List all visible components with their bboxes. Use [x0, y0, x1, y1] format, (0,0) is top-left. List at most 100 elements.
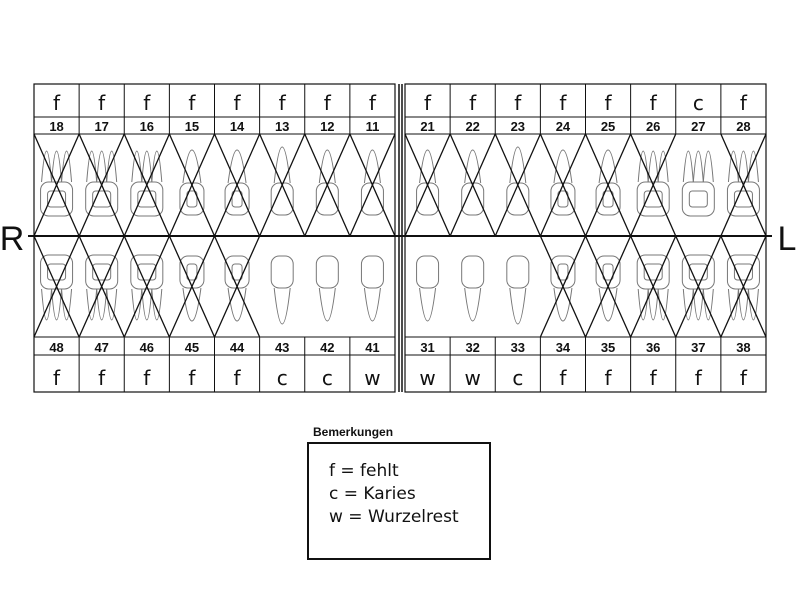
tooth-number-21: 21	[420, 119, 434, 134]
tooth-root	[464, 287, 482, 322]
status-code-24: f	[559, 91, 567, 115]
status-code-17: f	[98, 91, 106, 115]
tooth-crown	[224, 255, 250, 289]
tooth-number-32: 32	[465, 340, 479, 355]
tooth-number-37: 37	[691, 340, 705, 355]
tooth-crown	[461, 182, 485, 216]
tooth-root	[51, 288, 63, 321]
tooth-occlusal	[733, 263, 753, 281]
tooth-occlusal	[92, 263, 112, 281]
status-code-11: f	[369, 91, 377, 115]
tooth-number-22: 22	[465, 119, 479, 134]
tooth-27	[681, 150, 715, 217]
tooth-occlusal	[92, 190, 112, 208]
missing-mark-48	[33, 235, 80, 338]
tooth-crown	[179, 255, 205, 289]
tooth-root	[141, 150, 153, 183]
tooth-number-24: 24	[556, 119, 571, 134]
tooth-root	[509, 287, 527, 325]
tooth-number-14: 14	[230, 119, 245, 134]
missing-mark-16	[123, 133, 170, 237]
missing-mark-37	[675, 235, 722, 338]
tooth-occlusal	[688, 263, 708, 281]
tooth-35	[595, 255, 621, 322]
missing-mark-11	[349, 133, 396, 237]
legend-item-wurzelrest: w = Wurzelrest	[329, 507, 459, 527]
tooth-22	[461, 149, 485, 216]
status-code-44: f	[234, 366, 242, 390]
status-code-16: f	[143, 91, 151, 115]
tooth-root	[96, 150, 108, 183]
tooth-32	[461, 255, 485, 322]
missing-mark-23	[494, 133, 541, 237]
missing-mark-45	[168, 235, 216, 338]
missing-mark-25	[584, 133, 632, 237]
missing-mark-47	[78, 235, 125, 338]
tooth-root	[598, 149, 618, 184]
tooth-crown	[315, 182, 339, 216]
tooth-occlusal	[231, 263, 243, 281]
tooth-44	[224, 255, 250, 322]
tooth-root	[737, 150, 749, 183]
tooth-root	[273, 287, 291, 325]
tooth-number-28: 28	[736, 119, 750, 134]
tooth-number-27: 27	[691, 119, 705, 134]
tooth-number-18: 18	[49, 119, 63, 134]
legend-title: Bemerkungen	[313, 425, 394, 439]
tooth-crown	[360, 255, 384, 289]
tooth-42	[315, 255, 339, 322]
status-code-33: c	[512, 366, 523, 390]
tooth-root	[682, 150, 694, 183]
tooth-root	[509, 146, 527, 184]
tooth-33	[506, 255, 530, 325]
tooth-crown	[270, 182, 294, 216]
missing-mark-22	[449, 133, 496, 237]
tooth-occlusal	[137, 263, 157, 281]
tooth-crown	[461, 255, 485, 289]
tooth-crown	[550, 182, 576, 216]
tooth-number-15: 15	[185, 119, 199, 134]
legend-box: f = fehlt c = Karies w = Wurzelrest	[307, 442, 491, 560]
status-code-42: c	[322, 366, 333, 390]
tooth-root	[182, 149, 202, 184]
tooth-crown	[40, 254, 74, 290]
tooth-root	[598, 287, 618, 322]
status-code-35: f	[605, 366, 613, 390]
tooth-number-36: 36	[646, 340, 660, 355]
tooth-13	[270, 146, 294, 216]
status-code-46: f	[143, 366, 151, 390]
status-code-32: w	[465, 366, 481, 390]
tooth-25	[595, 149, 621, 216]
tooth-root	[553, 149, 573, 184]
tooth-occlusal	[643, 263, 663, 281]
tooth-number-35: 35	[601, 340, 615, 355]
tooth-21	[416, 149, 440, 216]
tooth-root	[419, 149, 437, 184]
tooth-12	[315, 149, 339, 216]
tooth-crown	[506, 182, 530, 216]
tooth-root	[692, 288, 704, 321]
tooth-number-47: 47	[94, 340, 108, 355]
status-code-47: f	[98, 366, 106, 390]
tooth-crown	[130, 254, 164, 290]
tooth-root	[141, 288, 153, 321]
tooth-root	[702, 150, 714, 183]
tooth-15	[179, 149, 205, 216]
tooth-number-38: 38	[736, 340, 750, 355]
tooth-occlusal	[602, 190, 614, 208]
tooth-occlusal	[186, 263, 198, 281]
tooth-crown	[315, 255, 339, 289]
tooth-crown	[506, 255, 530, 289]
tooth-number-48: 48	[49, 340, 63, 355]
status-code-41: w	[364, 366, 380, 390]
tooth-occlusal	[137, 190, 157, 208]
status-code-28: f	[740, 91, 748, 115]
tooth-crown	[270, 255, 294, 289]
side-label-right: R	[0, 220, 24, 258]
tooth-number-26: 26	[646, 119, 660, 134]
tooth-occlusal	[643, 190, 663, 208]
tooth-root	[273, 146, 291, 184]
missing-mark-34	[539, 235, 587, 338]
tooth-crown	[416, 255, 440, 289]
